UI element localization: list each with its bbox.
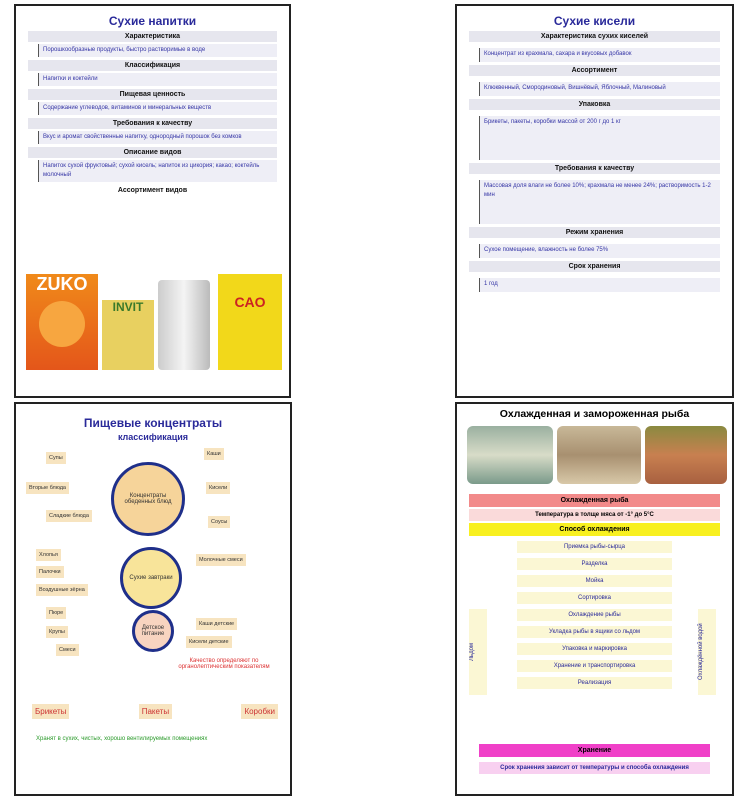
concentrate-label: Сладкие блюда [46, 510, 92, 522]
flow-step: Хранение и транспортировка [517, 660, 672, 672]
product-can [158, 280, 210, 370]
section-text: Вкус и аромат свойственные напитку, одно… [38, 131, 277, 144]
poster-title: Охлажденная и замороженная рыба [499, 408, 690, 420]
note: Качество определяют по органолептическим… [178, 658, 270, 670]
concentrate-label: Палочки [36, 566, 64, 578]
flow-step: Приемка рыбы-сырца [517, 541, 672, 553]
circle-label: Детское питание [141, 625, 165, 637]
product-images: ZUKO INVIT CAO [26, 270, 282, 370]
flow-step: Разделка [517, 558, 672, 570]
product-zuko: ZUKO [26, 274, 98, 370]
section-header: Требования к качеству [28, 118, 277, 129]
concentrate-label: Соусы [208, 516, 231, 528]
concentrate-label: Каши детские [196, 618, 238, 630]
section-text: Содержание углеводов, витаминов и минера… [38, 102, 277, 115]
concentrate-label: Воздушные зёрна [36, 584, 88, 596]
product-invit: INVIT [102, 300, 154, 370]
flow-step: Реализация [517, 677, 672, 689]
section-header: Упаковка [469, 99, 720, 110]
poster-subtitle: классификация [117, 432, 189, 442]
section-text: Напитки и коктейли [38, 73, 277, 86]
bottom-label: Пакеты [138, 704, 173, 719]
bar-temperature: Температура в толще мяса от -1° до 5°С [469, 509, 720, 521]
concentrate-label: Каши [204, 448, 224, 460]
poster-title: Сухие кисели [553, 14, 636, 28]
fish-photo [467, 426, 553, 484]
bar-storage-term: Срок хранения зависит от температуры и с… [479, 762, 710, 774]
bottom-label: Коробки [241, 704, 278, 719]
section-text: Массовая доля влаги не более 10%; крахма… [479, 180, 720, 224]
section-text: Сухое помещение, влажность не более 75% [479, 244, 720, 258]
section-header: Режим хранения [469, 227, 720, 238]
section-header: Срок хранения [469, 261, 720, 272]
footer-text: Хранят в сухих, чистых, хорошо вентилиру… [36, 736, 208, 742]
circle-main: Концентраты обеденных блюд [111, 462, 185, 536]
product-label: INVIT [112, 300, 144, 314]
concentrate-label: Крупы [46, 626, 68, 638]
fish-photo [645, 426, 727, 484]
circle-mid: Сухие завтраки [120, 547, 182, 609]
flow-step: Мойка [517, 575, 672, 587]
concentrate-label: Кисели [206, 482, 231, 494]
side-right: Охлаждённой водой [698, 609, 716, 695]
section-header: Характеристика [28, 31, 277, 42]
section-header: Классификация [28, 60, 277, 71]
poster-dry-kissel: Сухие кисели Характеристика сухих киселе… [455, 4, 734, 398]
products-label: Ассортимент видов [117, 187, 188, 194]
bottom-label: Брикеты [32, 704, 70, 719]
flow-step: Охлаждение рыбы [517, 609, 672, 621]
concentrate-label: Молочные смеси [196, 554, 246, 566]
flow-step: Сортировка [517, 592, 672, 604]
section-header: Ассортимент [469, 65, 720, 76]
circle-label: Концентраты обеденных блюд [124, 493, 172, 505]
circle-label: Сухие завтраки [129, 575, 173, 581]
section-text: 1 год [479, 278, 720, 292]
concentrate-label: Смеси [56, 644, 79, 656]
concentrate-label: Пюре [46, 607, 67, 619]
flow-step: Упаковка и маркировка [517, 643, 672, 655]
poster-title: Сухие напитки [108, 14, 197, 28]
section-header: Требования к качеству [469, 163, 720, 174]
section-text: Напиток сухой фруктовый; сухой кисель; н… [38, 160, 277, 182]
poster-food-concentrates: Пищевые концентраты классификация Концен… [14, 402, 292, 796]
poster-chilled-fish: Охлажденная и замороженная рыба Охлажден… [455, 402, 734, 796]
bar-chilled: Охлажденная рыба [469, 494, 720, 507]
fish-photo [557, 426, 641, 484]
section-header: Характеристика сухих киселей [469, 31, 720, 42]
section-text: Брикеты, пакеты, коробки массой от 200 г… [479, 116, 720, 160]
section-text: Концентрат из крахмала, сахара и вкусовы… [479, 48, 720, 62]
concentrate-label: Кисели детские [186, 636, 232, 648]
poster-title: Пищевые концентраты [83, 416, 223, 430]
section-text: Клюквенный, Смородиновый, Вишнёвый, Ябло… [479, 82, 720, 96]
product-label: CAO [234, 294, 266, 310]
section-header: Пищевая ценность [28, 89, 277, 100]
flow-step: Укладка рыбы в ящики со льдом [517, 626, 672, 638]
side-left: Льдом [469, 609, 487, 695]
circle-small: Детское питание [132, 610, 174, 652]
section-header: Описание видов [28, 147, 277, 158]
concentrate-label: Вторые блюда [26, 482, 69, 494]
concentrate-label: Хлопья [36, 549, 61, 561]
section-text: Порошкообразные продукты, быстро раствор… [38, 44, 277, 57]
concentrate-label: Супы [46, 452, 66, 464]
bar-method: Способ охлаждения [469, 523, 720, 536]
product-label: ZUKO [36, 274, 88, 294]
product-cacao: CAO [218, 274, 282, 370]
bar-storage: Хранение [479, 744, 710, 757]
